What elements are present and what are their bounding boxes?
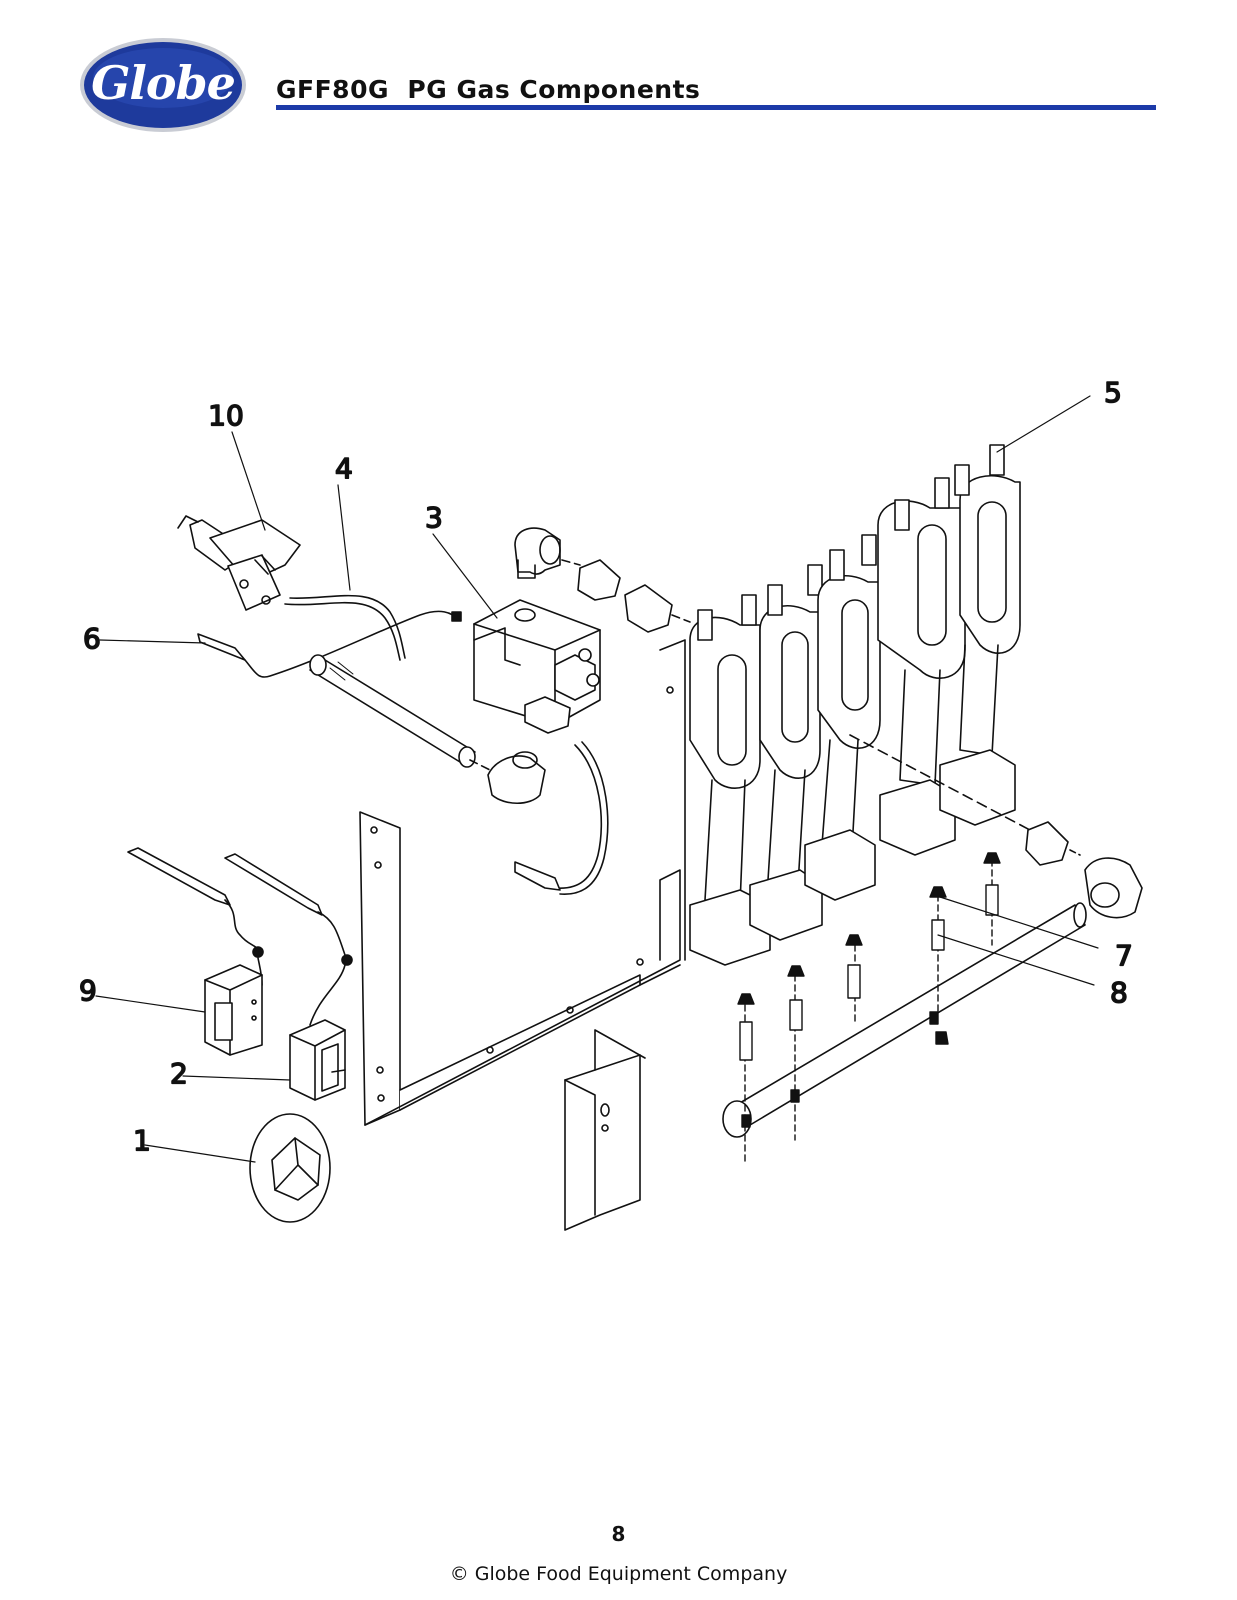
orifice-set xyxy=(737,852,1001,1166)
thermocouple-lead xyxy=(284,594,406,661)
callout-1: 1 xyxy=(133,1124,151,1157)
copyright-footer: © Globe Food Equipment Company xyxy=(449,1563,788,1585)
callout-5: 5 xyxy=(1104,376,1122,409)
gas-manifold xyxy=(722,902,1087,1138)
lower-support-bracket xyxy=(564,1029,646,1231)
callout-9: 9 xyxy=(79,974,97,1007)
page-title: GFF80G PG Gas Components xyxy=(276,75,701,104)
manifold-elbow xyxy=(1025,821,1143,919)
union-fittings xyxy=(561,559,691,633)
callout-6: 6 xyxy=(83,622,101,655)
elbow-fitting-top xyxy=(514,527,561,579)
callout-3: 3 xyxy=(425,501,443,534)
callout-4: 4 xyxy=(335,452,353,485)
callout-leaders xyxy=(95,395,1099,1163)
burner-array xyxy=(689,444,1021,966)
globe-logo: Globe xyxy=(78,36,248,134)
mounting-bracket xyxy=(359,639,686,1126)
page-number: 8 xyxy=(611,1522,626,1546)
gas-valve xyxy=(473,599,609,895)
title-underline xyxy=(276,105,1156,110)
thermostat-control xyxy=(289,1019,346,1101)
burner-axis-line xyxy=(849,734,1031,831)
callout-8: 8 xyxy=(1110,976,1128,1009)
control-knob xyxy=(249,1113,331,1223)
inlet-pipe xyxy=(309,654,546,805)
ignitor-wire xyxy=(197,610,462,678)
callout-7: 7 xyxy=(1115,939,1133,972)
callout-2: 2 xyxy=(170,1057,188,1090)
page-header: Globe GFF80G PG Gas Components xyxy=(0,0,1237,140)
hi-limit-control xyxy=(204,964,263,1056)
pilot-assembly xyxy=(177,515,301,611)
callout-10: 10 xyxy=(208,399,244,432)
logo-text: Globe xyxy=(91,56,236,110)
